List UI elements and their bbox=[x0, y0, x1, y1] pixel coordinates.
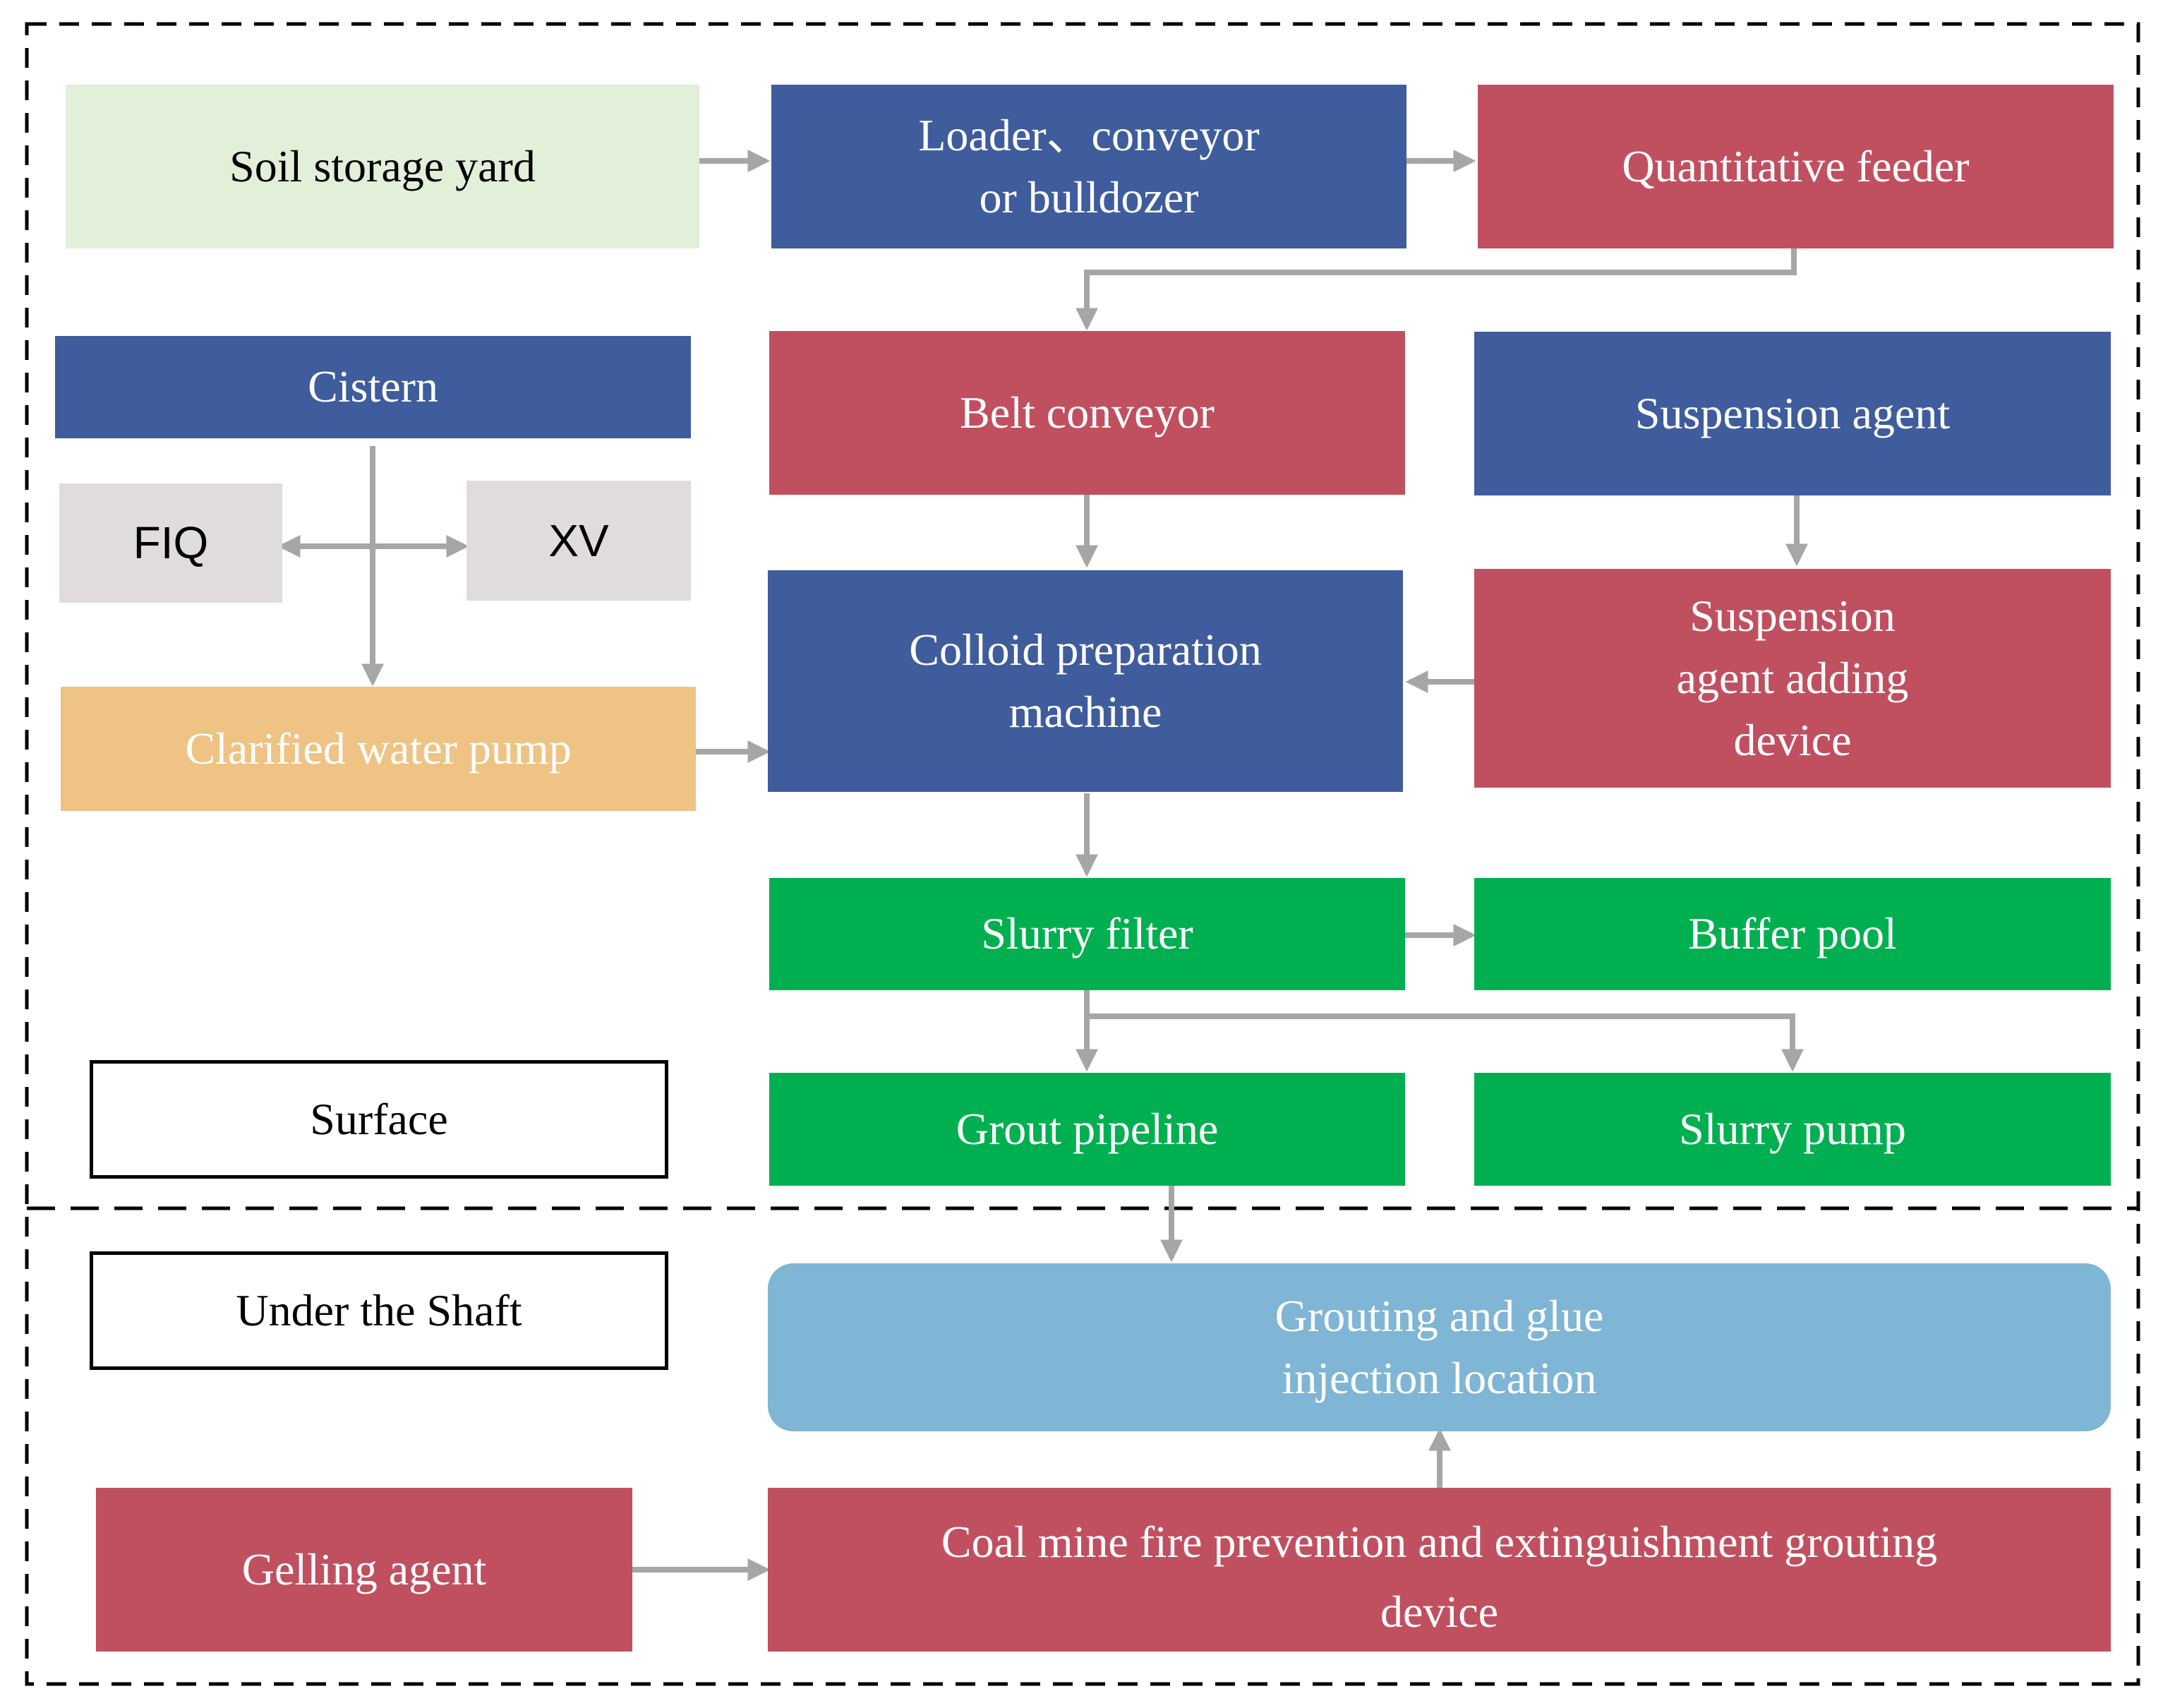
zone-label: Under the Shaft bbox=[236, 1285, 522, 1335]
node-label: Coal mine fire prevention and extinguish… bbox=[941, 1516, 1938, 1637]
node-label: Clarified water pump bbox=[185, 723, 572, 774]
node-grout-pipeline: Grout pipeline bbox=[769, 1073, 1405, 1186]
node-label: Suspension agent bbox=[1634, 387, 1951, 438]
node-label: Slurry filter bbox=[981, 908, 1193, 959]
zone-label: Surface bbox=[310, 1093, 448, 1144]
node-slurry-pump: Slurry pump bbox=[1474, 1073, 2111, 1186]
node-label: Loader、conveyor or bulldozer bbox=[918, 109, 1260, 222]
node-label: Grouting and glue injection location bbox=[1275, 1290, 1604, 1403]
node-fiq: FIQ bbox=[59, 483, 282, 603]
node-label: Cistern bbox=[308, 361, 438, 412]
node-grouting-device: Coal mine fire prevention and extinguish… bbox=[768, 1488, 2111, 1652]
node-suspension-agent-adding-device: Suspension agent adding device bbox=[1474, 569, 2111, 788]
node-soil-storage-yard: Soil storage yard bbox=[66, 85, 699, 248]
node-label: Quantitative feeder bbox=[1622, 140, 1970, 191]
node-label: Soil storage yard bbox=[229, 140, 536, 191]
node-belt-conveyor: Belt conveyor bbox=[769, 331, 1405, 495]
arrow-buffer-to-slurry-pump bbox=[1087, 1014, 1804, 1072]
node-quantitative-feeder: Quantitative feeder bbox=[1478, 85, 2114, 248]
node-colloid-preparation-machine: Colloid preparation machine bbox=[768, 570, 1403, 792]
node-grouting-injection-location: Grouting and glue injection location bbox=[768, 1263, 2111, 1431]
arrow-feeder-to-belt bbox=[1076, 248, 1797, 331]
node-cistern: Cistern bbox=[55, 336, 691, 438]
node-xv: XV bbox=[466, 481, 691, 601]
node-loader-conveyor: Loader、conveyor or bulldozer bbox=[771, 85, 1406, 248]
node-label: Belt conveyor bbox=[960, 387, 1215, 438]
outer-dashed-frame bbox=[25, 22, 2140, 1686]
node-label: FIQ bbox=[133, 517, 209, 569]
node-gelling-agent: Gelling agent bbox=[96, 1488, 632, 1652]
zone-label-surface: Surface bbox=[90, 1060, 668, 1179]
node-label: Suspension agent adding device bbox=[1676, 590, 1909, 766]
node-label: Slurry pump bbox=[1679, 1103, 1906, 1154]
node-label: Gelling agent bbox=[241, 1544, 487, 1594]
node-clarified-water-pump: Clarified water pump bbox=[61, 687, 696, 811]
node-buffer-pool: Buffer pool bbox=[1474, 878, 2111, 990]
zone-label-under-the-shaft: Under the Shaft bbox=[90, 1251, 668, 1370]
node-slurry-filter: Slurry filter bbox=[769, 878, 1405, 990]
node-label: Buffer pool bbox=[1688, 908, 1897, 959]
node-label: XV bbox=[548, 515, 609, 566]
node-suspension-agent: Suspension agent bbox=[1474, 332, 2111, 495]
node-label: Grout pipeline bbox=[956, 1103, 1219, 1154]
node-label: Colloid preparation machine bbox=[909, 624, 1262, 737]
